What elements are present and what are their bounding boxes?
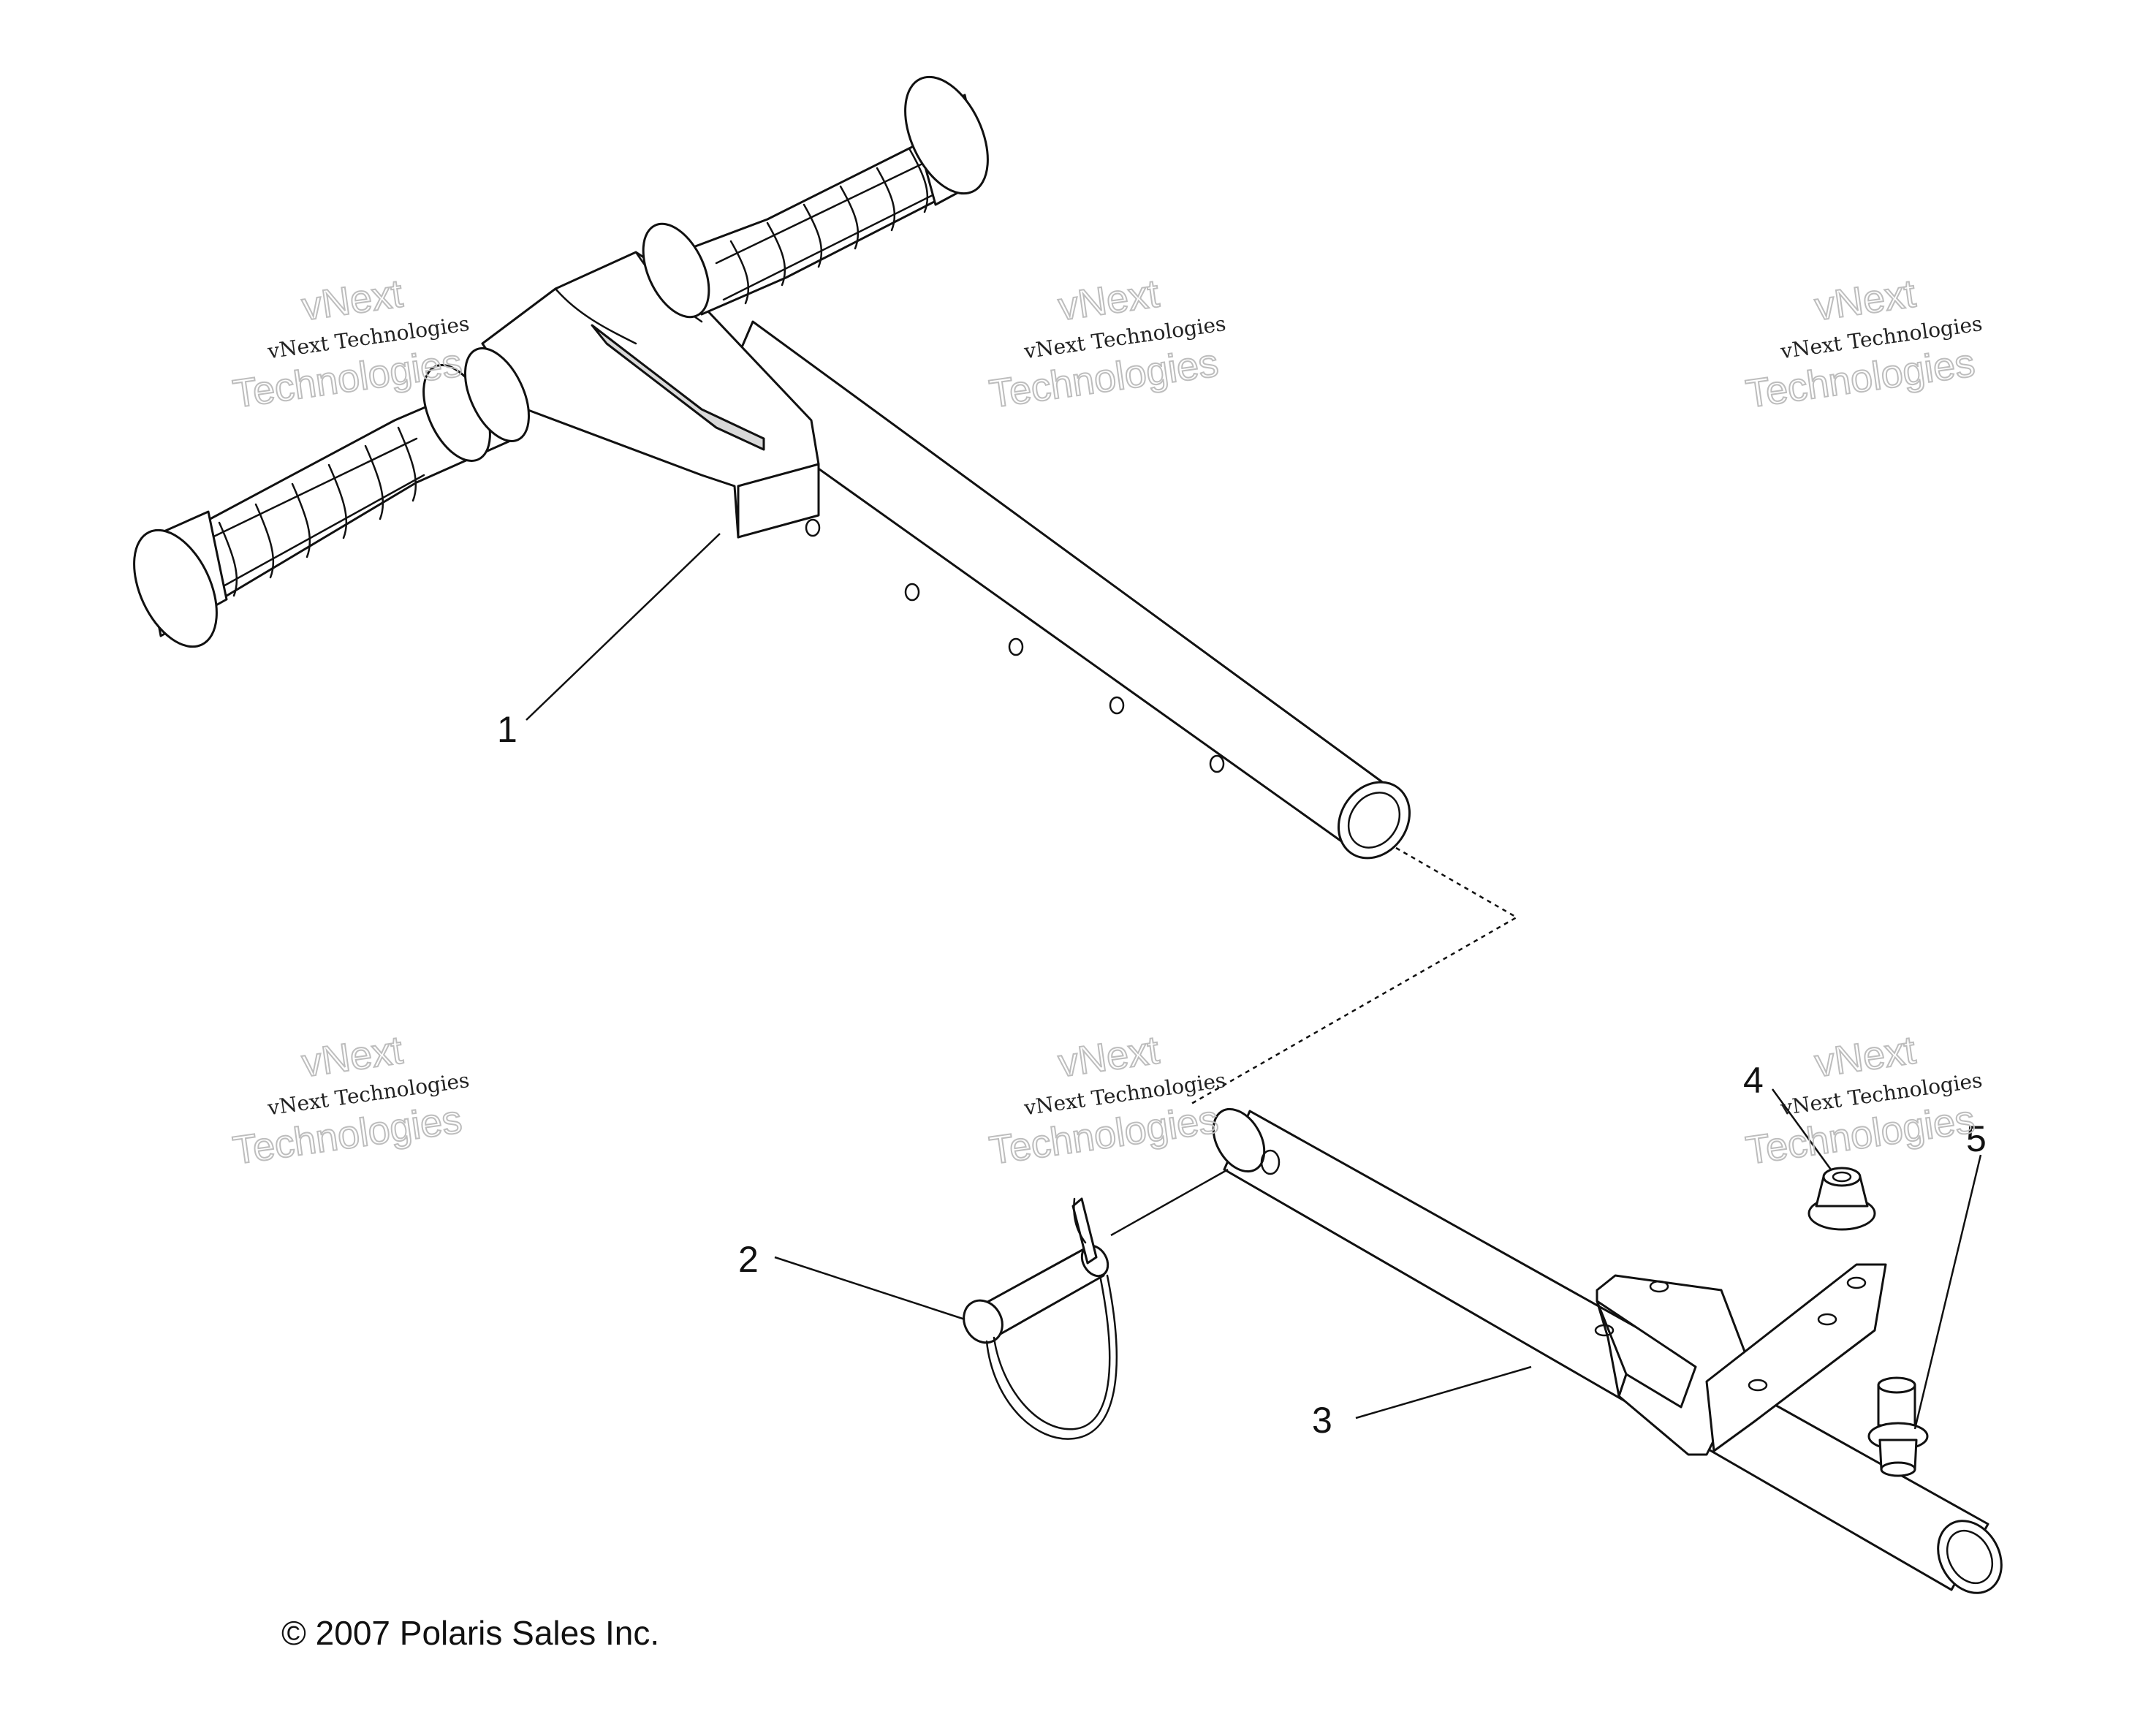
leader-pin-to-tube [1110,1168,1229,1237]
watermark-4: vNext vNext Technologies Technologies [229,1028,471,1174]
leader-line-2 [774,1256,966,1321]
leader-line-5 [1913,1154,1982,1430]
mounting-bracket [1594,1263,1887,1456]
callout-4: 4 [1743,1060,1764,1101]
svg-text:vNext: vNext [1812,1028,1918,1086]
leader-line-3 [1355,1365,1532,1419]
flange-nut-part [1807,1167,1876,1231]
watermark-3: vNext vNext Technologies Technologies [1742,271,1984,417]
watermark-5: vNext vNext Technologies Technologies [986,1028,1227,1174]
copyright-text: © 2007 Polaris Sales Inc. [281,1614,659,1652]
svg-text:vNext: vNext [1055,1028,1161,1086]
hitch-pin-part [963,1197,1118,1440]
callout-1: 1 [497,709,517,750]
svg-text:vNext: vNext [299,272,405,330]
svg-text:vNext: vNext [299,1028,405,1086]
alignment-line [1191,846,1519,1105]
t-handle-part [133,75,1411,860]
right-grip [642,75,989,319]
t-handle-hub [481,251,820,539]
callout-3: 3 [1312,1400,1332,1441]
callout-5: 5 [1966,1118,1987,1159]
mounting-tube-part [1212,1107,2003,1594]
leader-line-4 [1771,1088,1832,1170]
watermark-6: vNext vNext Technologies Technologies [1742,1028,1984,1174]
flange-bolt-part [1867,1376,1929,1477]
t-handle-shaft [718,320,1411,860]
callout-2: 2 [738,1239,759,1280]
left-grip [133,347,530,648]
svg-text:vNext: vNext [1055,272,1161,330]
svg-text:vNext: vNext [1812,272,1918,330]
watermark-2: vNext vNext Technologies Technologies [986,271,1227,417]
leader-line-1 [526,533,721,721]
